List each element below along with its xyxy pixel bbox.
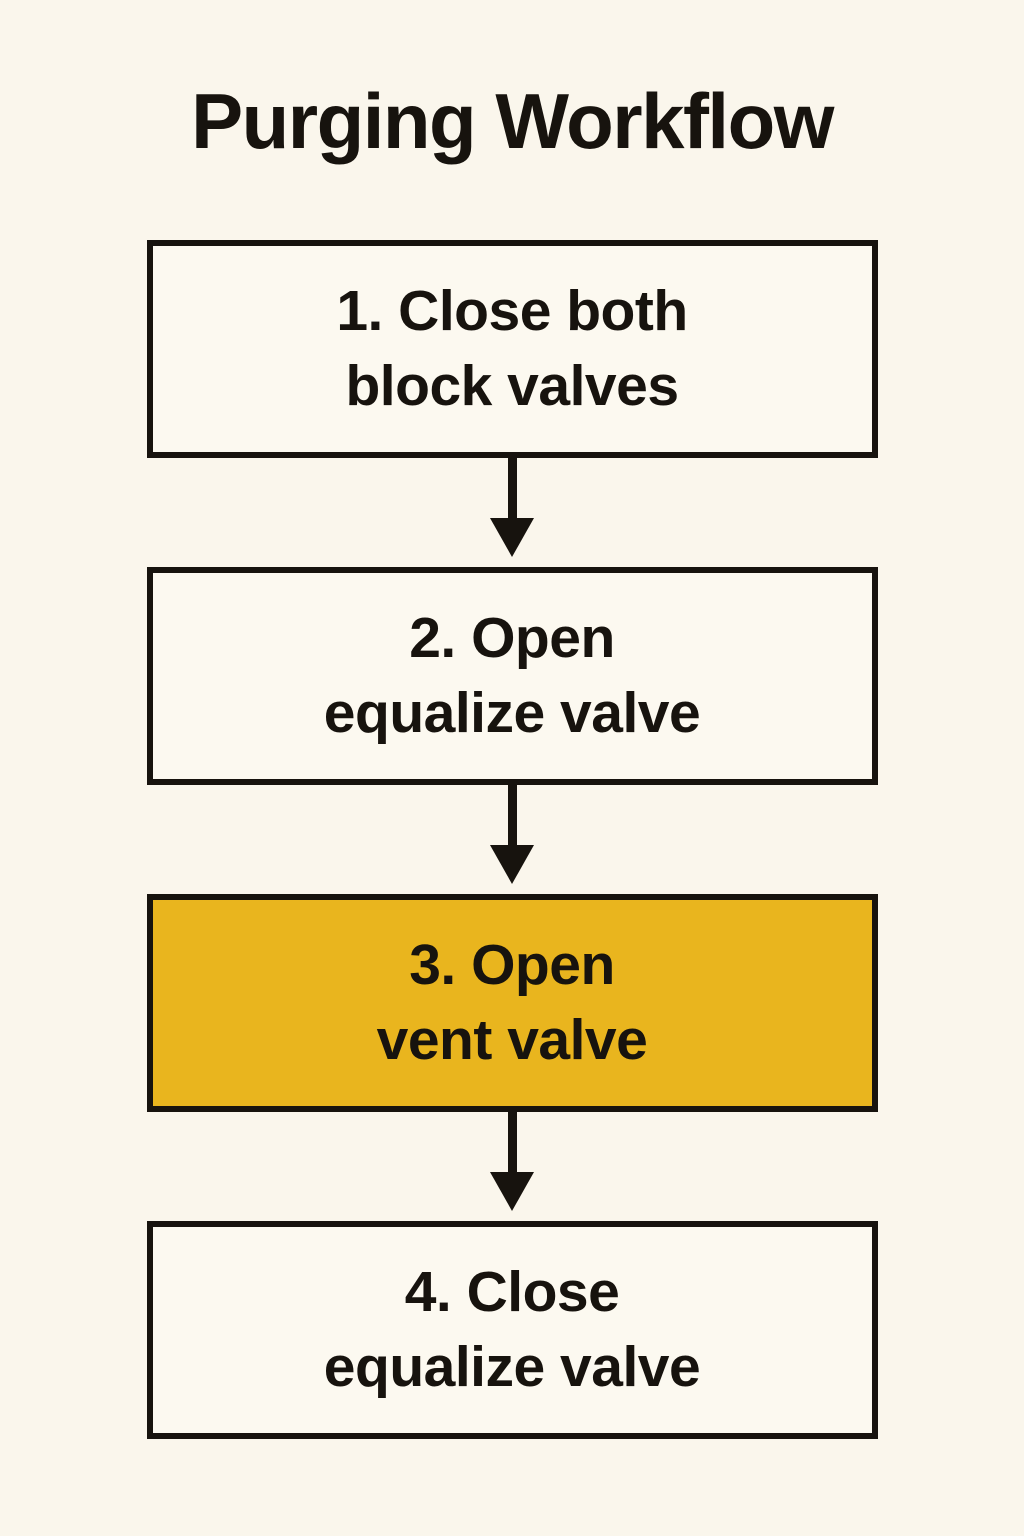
arrow-stem xyxy=(507,1112,517,1172)
arrow-head xyxy=(490,845,534,884)
step-2-line-2: equalize valve xyxy=(323,681,701,745)
step-1-line-2: block valves xyxy=(345,354,679,418)
step-3-line-1: 3. Open xyxy=(409,932,615,997)
arrow-down-icon xyxy=(490,1112,534,1221)
flowchart: 1. Close both block valves 2. Open equal… xyxy=(146,240,878,1439)
step-4-box: 4. Close equalize valve xyxy=(146,1221,878,1439)
arrow-stem xyxy=(507,785,517,845)
step-2-box: 2. Open equalize valve xyxy=(146,567,878,785)
step-3-box: 3. Open vent valve xyxy=(146,894,878,1112)
arrow-head xyxy=(490,518,534,557)
step-4-line-2: equalize valve xyxy=(323,1335,701,1399)
step-1-box: 1. Close both block valves xyxy=(146,240,878,458)
step-2-line-1: 2. Open xyxy=(409,605,615,670)
arrow-stem xyxy=(507,458,517,518)
arrow-head xyxy=(490,1172,534,1211)
step-3-line-2: vent valve xyxy=(376,1008,648,1072)
step-1-line-1: 1. Close both xyxy=(336,278,688,343)
step-4-line-1: 4. Close xyxy=(404,1259,620,1324)
arrow-down-icon xyxy=(490,785,534,894)
arrow-down-icon xyxy=(490,458,534,567)
page-title: Purging Workflow xyxy=(191,77,834,165)
